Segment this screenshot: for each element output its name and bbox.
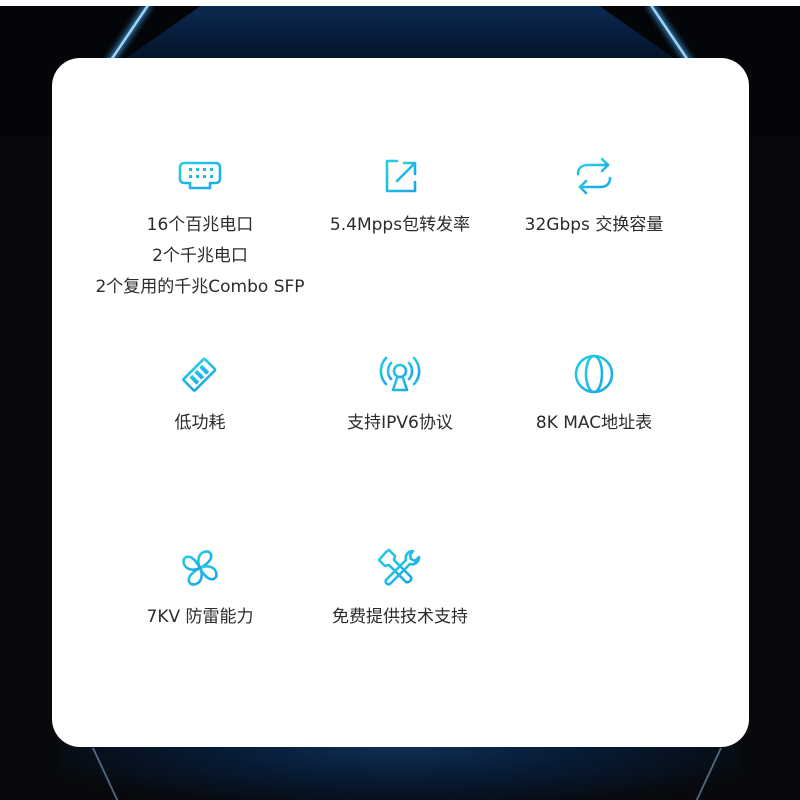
feature-lightning-protection: 7KV 防雷能力	[80, 546, 320, 633]
feature-label: 16个百兆电口 2个千兆电口 2个复用的千兆Combo SFP	[80, 210, 320, 303]
feature-line: 7KV 防雷能力	[146, 607, 254, 627]
feature-line: 免费提供技术支持	[332, 607, 468, 627]
feature-label: 5.4Mpps包转发率	[280, 210, 520, 241]
fan-icon	[175, 546, 225, 590]
ethernet-port-icon	[175, 154, 225, 198]
feature-line: 16个百兆电口	[146, 215, 254, 235]
feature-line: 32Gbps 交换容量	[524, 215, 664, 235]
feature-line: 5.4Mpps包转发率	[329, 215, 471, 235]
battery-icon	[175, 352, 225, 396]
tools-icon	[375, 546, 425, 590]
feature-ports: 16个百兆电口 2个千兆电口 2个复用的千兆Combo SFP	[80, 154, 320, 303]
feature-line: 2个千兆电口	[152, 246, 248, 266]
feature-label: 7KV 防雷能力	[80, 602, 320, 633]
features-card: 16个百兆电口 2个千兆电口 2个复用的千兆Combo SFP 5.4Mpps包…	[52, 58, 749, 747]
feature-switching-capacity: 32Gbps 交换容量	[474, 154, 714, 241]
feature-ipv6: 支持IPV6协议	[280, 352, 520, 439]
feature-mac-table: 8K MAC地址表	[474, 352, 714, 439]
export-arrow-icon	[375, 154, 425, 198]
antenna-signal-icon	[375, 352, 425, 396]
feature-label: 32Gbps 交换容量	[474, 210, 714, 241]
swap-arrows-icon	[569, 154, 619, 198]
feature-label: 支持IPV6协议	[280, 408, 520, 439]
feature-line: 低功耗	[174, 413, 226, 433]
background-light-top	[115, 6, 685, 66]
feature-tech-support: 免费提供技术支持	[280, 546, 520, 633]
feature-line: 8K MAC地址表	[535, 413, 653, 433]
feature-label: 低功耗	[80, 408, 320, 439]
background-light-bottom	[60, 746, 740, 800]
globe-icon	[569, 352, 619, 396]
feature-label: 8K MAC地址表	[474, 408, 714, 439]
feature-forwarding-rate: 5.4Mpps包转发率	[280, 154, 520, 241]
feature-label: 免费提供技术支持	[280, 602, 520, 633]
feature-line: 支持IPV6协议	[347, 413, 453, 433]
feature-line: 2个复用的千兆Combo SFP	[95, 277, 305, 297]
feature-low-power: 低功耗	[80, 352, 320, 439]
